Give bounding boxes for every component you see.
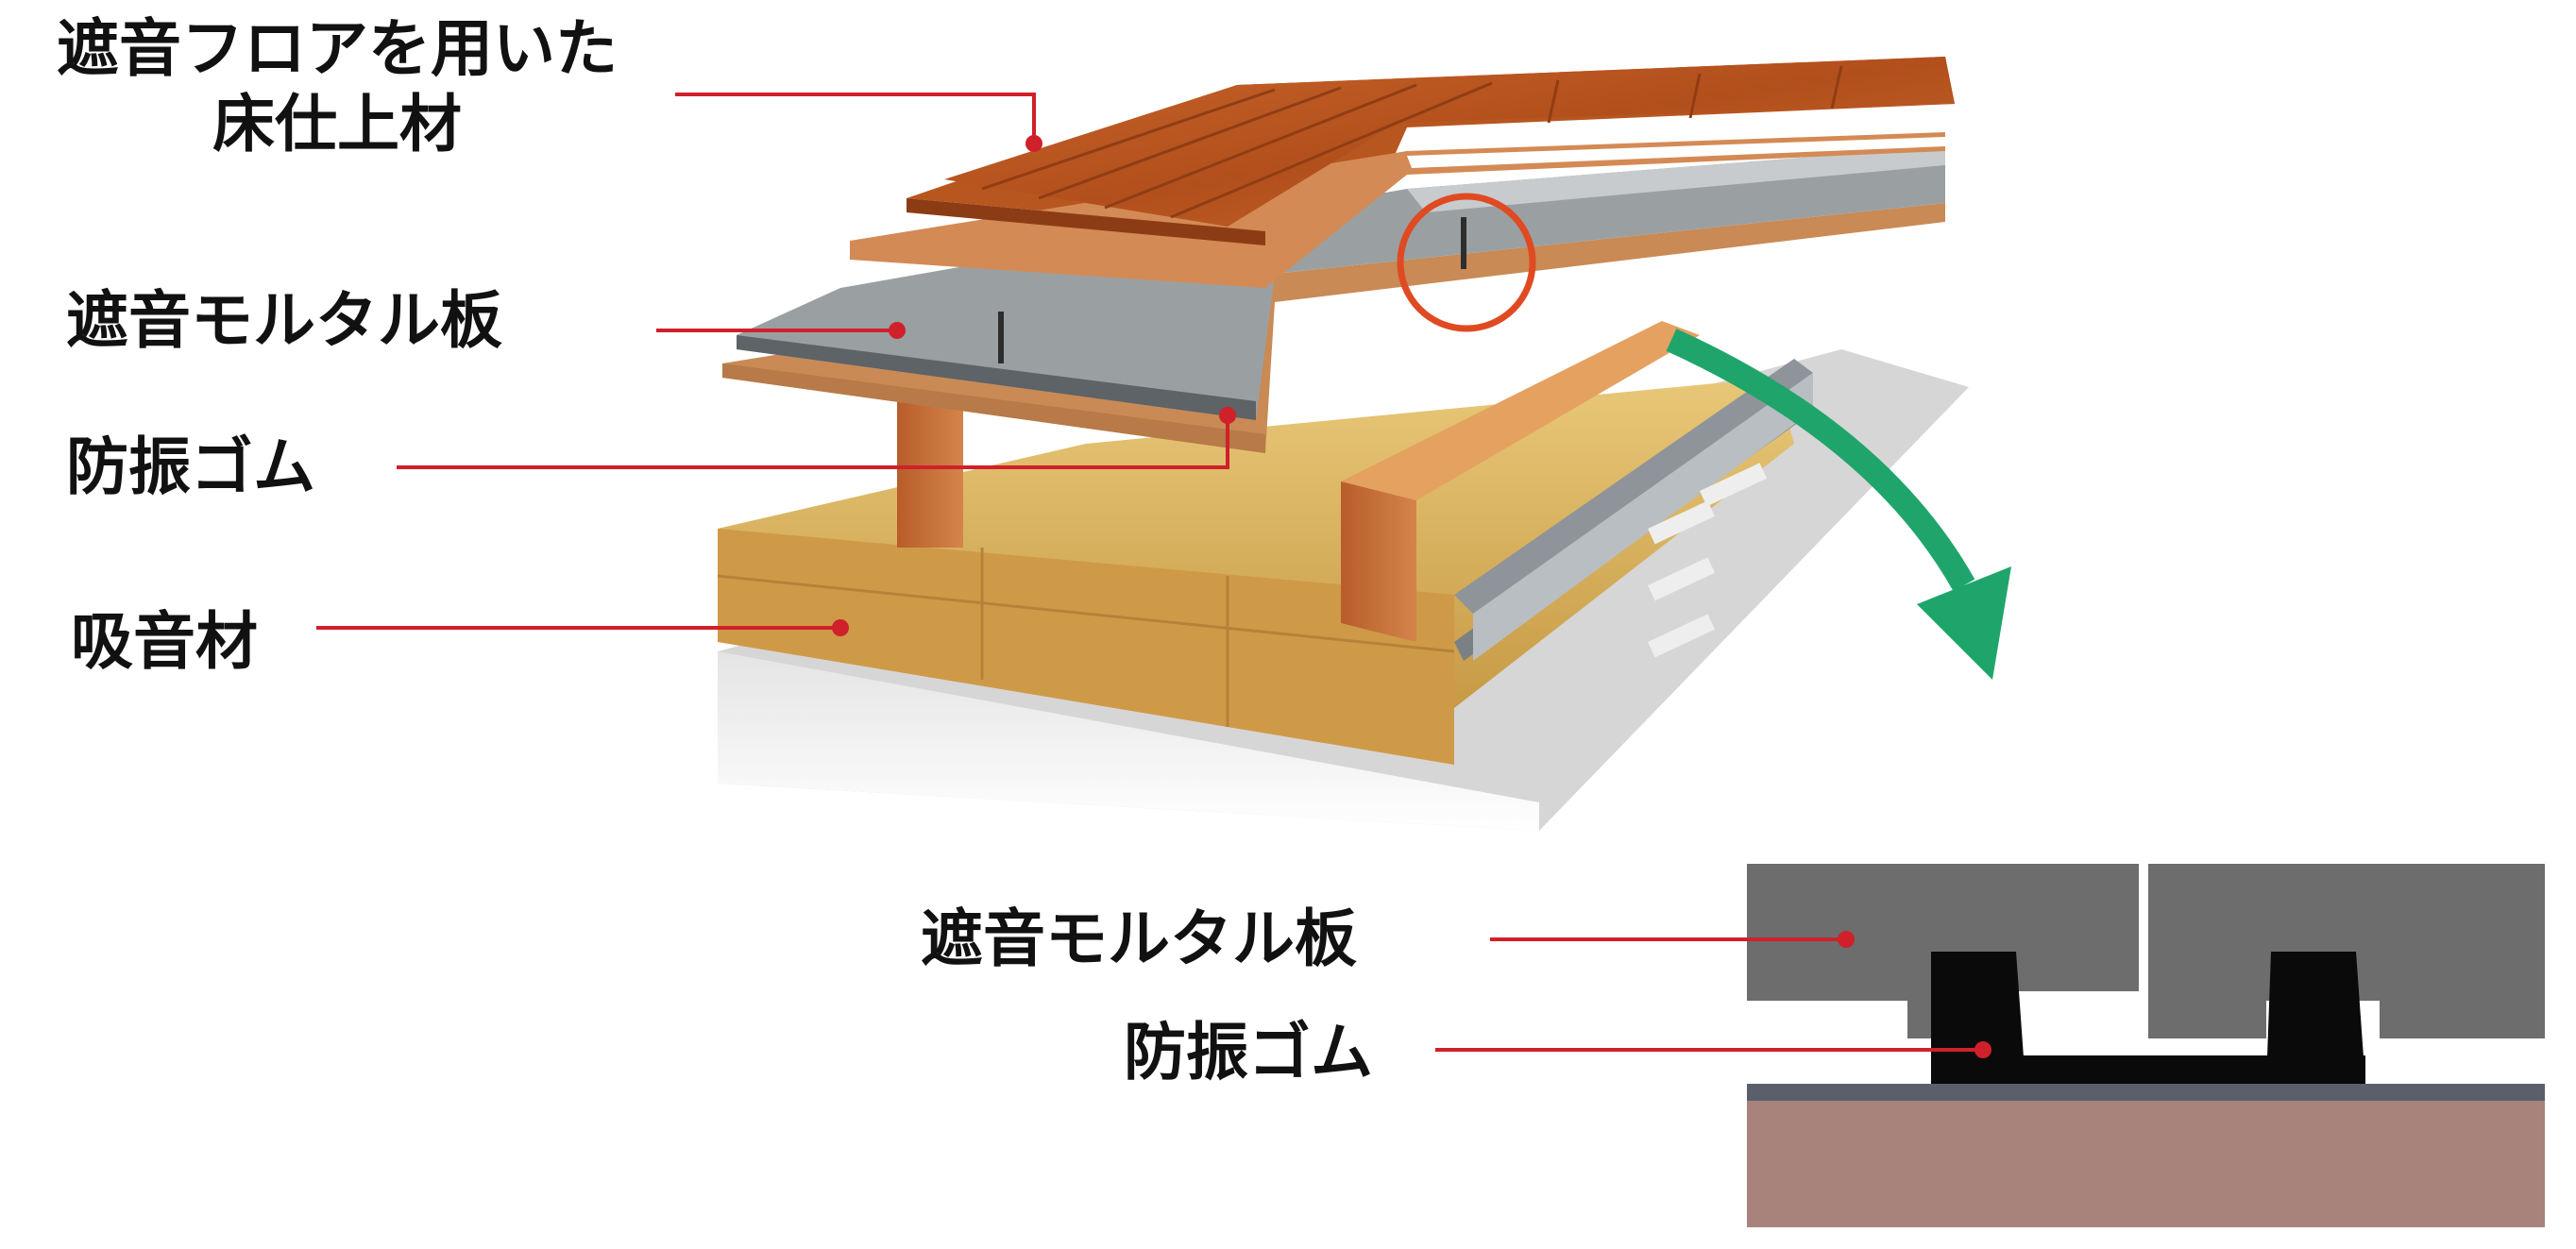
detail-board-right (2148, 864, 2545, 1038)
label-rubber: 防振ゴム (66, 430, 315, 503)
mortar-board-layer (737, 146, 1945, 420)
damping-rubber-layer (722, 203, 1945, 453)
detail-highlight-circle (1397, 193, 1536, 332)
detail-slab (1747, 1086, 2545, 1227)
wood-floor-finish (850, 57, 1955, 288)
steel-rails (1454, 359, 1813, 661)
label-floor-finish-line1: 遮音フロアを用いた (57, 12, 618, 85)
label-detail-mortar-board: 遮音モルタル板 (921, 903, 1357, 975)
detail-board-left (1747, 864, 2139, 1038)
detail-rubber (1931, 1055, 2365, 1084)
sound-absorber (717, 378, 1794, 765)
detail-cross-section (1435, 864, 2545, 1227)
label-absorber: 吸音材 (71, 605, 258, 678)
label-floor-finish: 遮音フロアを用いた 床仕上材 (57, 11, 618, 162)
detail-arrow (1666, 329, 2011, 680)
label-detail-rubber: 防振ゴム (1124, 1016, 1373, 1089)
detail-membrane (1747, 1084, 2545, 1101)
label-mortar-board: 遮音モルタル板 (66, 284, 502, 357)
leader-lines (316, 93, 1236, 636)
label-floor-finish-line2: 床仕上材 (212, 88, 462, 160)
